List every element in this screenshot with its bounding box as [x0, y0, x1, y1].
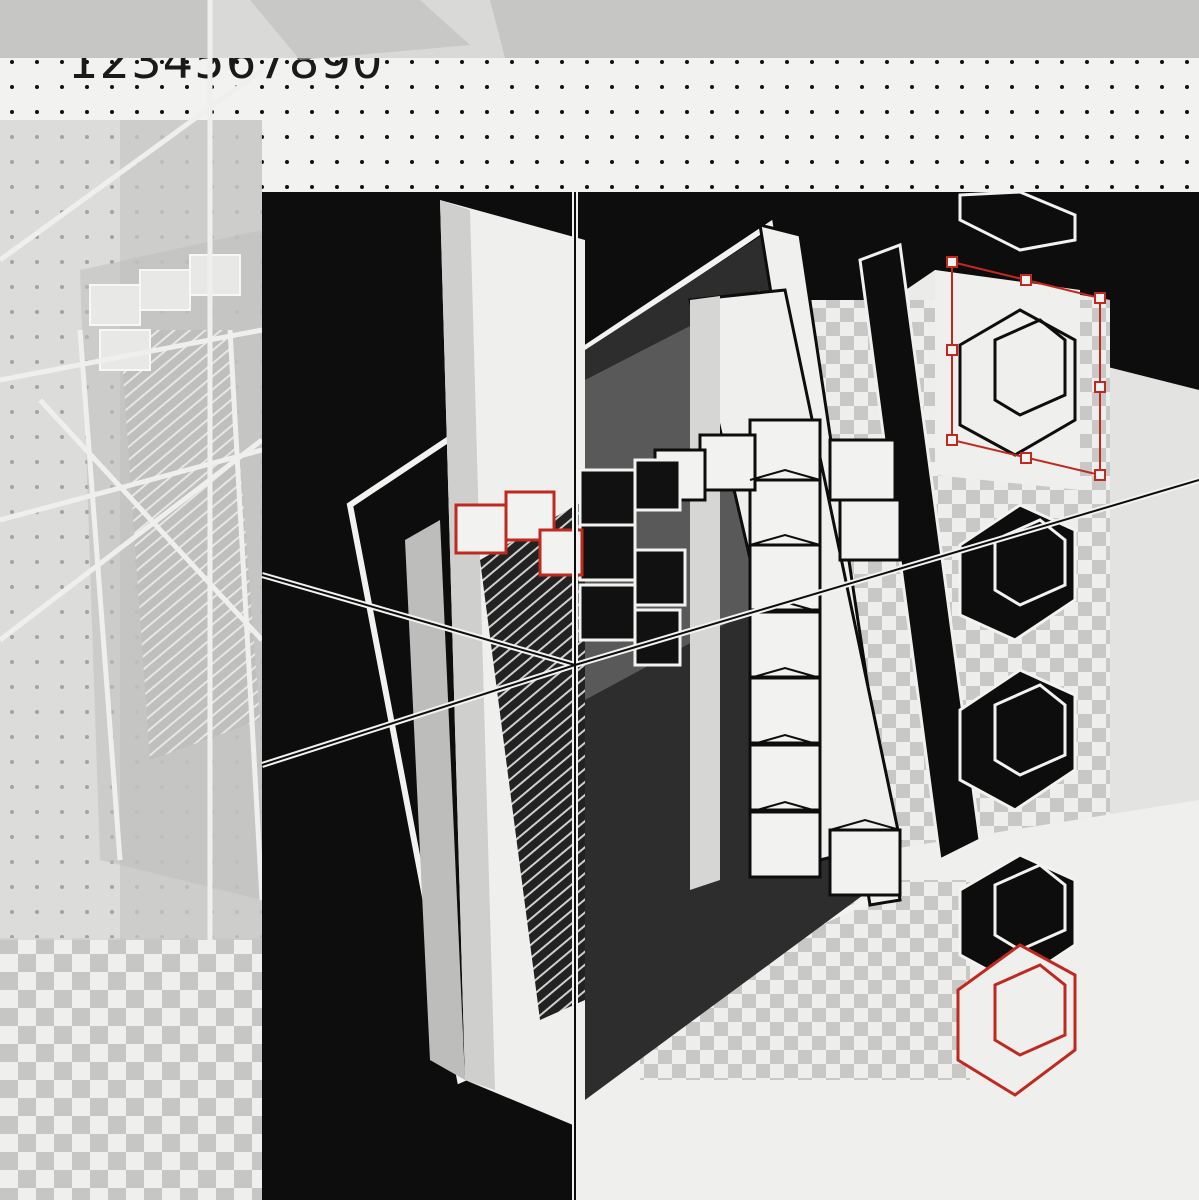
hex-prism-3 — [958, 668, 1077, 812]
hex-prism-top — [958, 190, 1077, 252]
frame-black-bar — [858, 242, 982, 863]
dark-cube-cluster — [578, 458, 687, 667]
red-outline-hex — [956, 943, 1077, 1097]
inner-column-shadow — [690, 296, 720, 890]
left-slab-shadow — [440, 200, 495, 1090]
stacked-cubes — [653, 418, 902, 897]
interior-hatch — [480, 500, 585, 1020]
left-ghost-structure — [0, 0, 265, 940]
crossing-lines-core — [261, 192, 1199, 1200]
selected-hex-panel — [935, 256, 1106, 490]
left-slab-gray — [405, 520, 465, 1080]
hex-prism-4 — [958, 853, 1077, 987]
hex-prism-2 — [958, 503, 1077, 642]
bottom-left-checker — [0, 938, 262, 1200]
top-ghost-slab — [250, 0, 470, 60]
